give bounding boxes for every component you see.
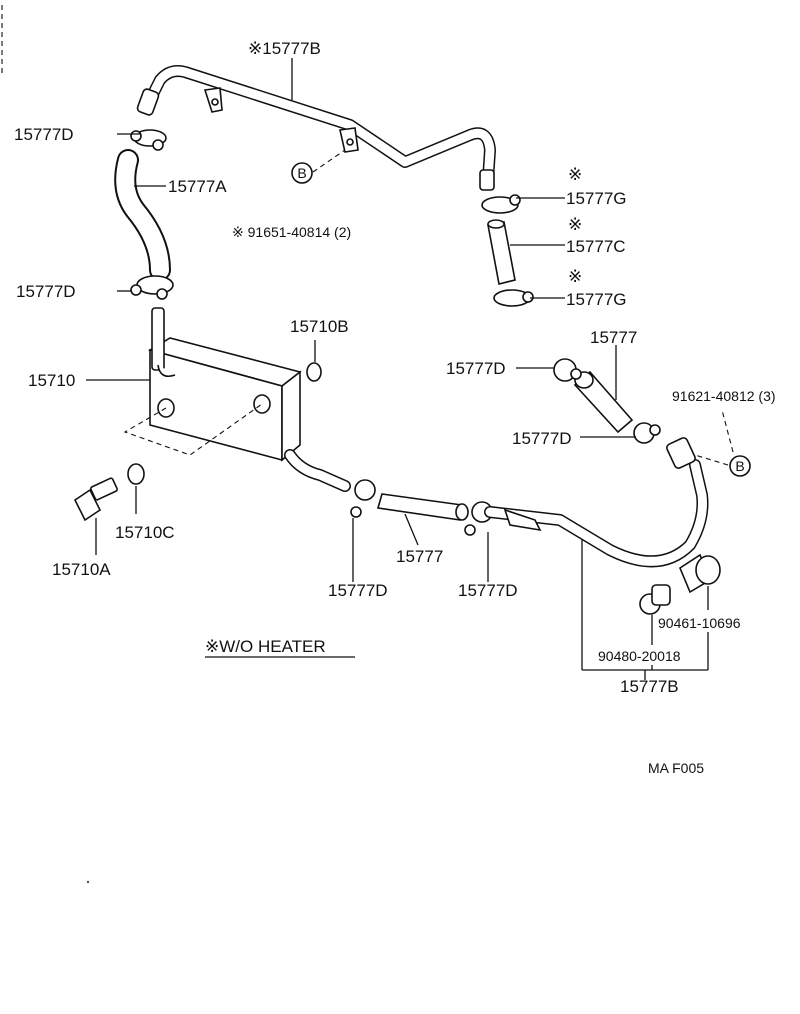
clamp-15777d-1 — [130, 129, 167, 151]
hose-15777a — [114, 149, 171, 281]
mark-g1: ※ — [568, 165, 582, 184]
label-15710b: 15710B — [290, 317, 349, 336]
hose-15777-right — [573, 370, 634, 434]
clamp-15777g-1 — [481, 194, 521, 214]
label-15777d-6: 15777D — [458, 581, 518, 600]
ref-b-leader-right — [694, 454, 729, 466]
mark-g2: ※ — [568, 267, 582, 286]
tank-15710 — [147, 307, 351, 492]
bolt-15710a — [73, 477, 118, 522]
tank-bolt-leader — [123, 403, 263, 456]
hose-15777c — [487, 219, 516, 285]
washer-15710b — [306, 362, 322, 382]
label-15777-right: 15777 — [590, 328, 637, 347]
clamp-15777d-2 — [130, 275, 174, 300]
leader-lines — [86, 58, 709, 680]
plug-90480 — [639, 584, 671, 615]
label-15777b-top: ※15777B — [248, 39, 321, 58]
label-15710: 15710 — [28, 371, 75, 390]
label-15710a: 15710A — [52, 560, 111, 579]
ref-b-leader-left — [312, 149, 346, 173]
ref-b-left: B — [291, 162, 313, 184]
label-15777d-4: 15777D — [512, 429, 572, 448]
clamp-15777d-3 — [553, 358, 582, 382]
diagram-code: MA F005 — [648, 760, 704, 776]
ref-b-right-text: B — [735, 458, 744, 474]
mark-c: ※ — [568, 215, 582, 234]
label-15777a: 15777A — [168, 177, 227, 196]
grommet-90461 — [679, 553, 721, 594]
label-15777d-1: 15777D — [14, 125, 74, 144]
label-15777-mid: 15777 — [396, 547, 443, 566]
label-15777b-bottom: 15777B — [620, 677, 679, 696]
label-90480-20018: 90480-20018 — [598, 648, 681, 664]
ref-b-left-text: B — [297, 165, 306, 181]
label-90461-10696: 90461-10696 — [658, 615, 741, 631]
label-91651-40814: ※ 91651-40814 (2) — [232, 224, 351, 240]
label-15777d-5: 15777D — [328, 581, 388, 600]
ref-b-right: B — [729, 455, 751, 477]
clamp-15777d-5 — [350, 479, 376, 518]
label-15777g-1: 15777G — [566, 189, 627, 208]
label-15777d-3: 15777D — [446, 359, 506, 378]
label-15777c: 15777C — [566, 237, 626, 256]
stray-dot — [87, 881, 89, 883]
hose-15777-mid — [376, 493, 469, 521]
ref-91621-leader — [721, 409, 734, 453]
clamp-15777d-4 — [633, 422, 661, 444]
label-15710c: 15710C — [115, 523, 175, 542]
washer-15710c — [127, 463, 145, 485]
pipe-15777b-top — [136, 65, 496, 191]
label-15777d-2: 15777D — [16, 282, 76, 301]
clamp-15777g-2 — [493, 289, 534, 307]
label-91621-40812: 91621-40812 (3) — [672, 388, 776, 404]
label-15777g-2: 15777G — [566, 290, 627, 309]
pipe-15777b-bottom — [484, 437, 709, 568]
note-wo-heater: ※W/O HEATER — [205, 637, 326, 656]
